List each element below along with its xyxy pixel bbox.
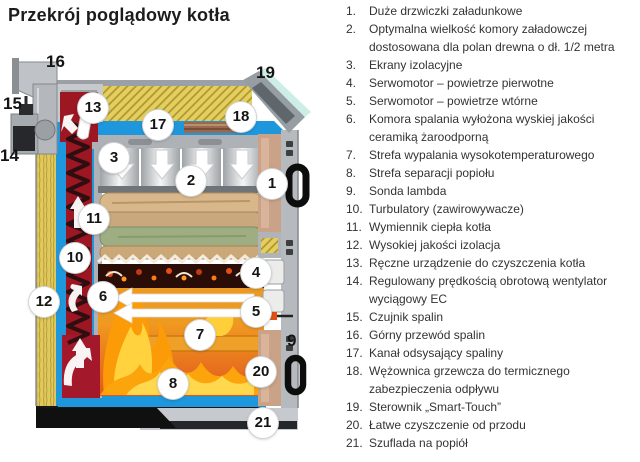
- legend-item: 5. Serwomotor – powietrze wtórne: [346, 92, 638, 110]
- hinges: [286, 141, 293, 351]
- marker-7: 7: [185, 320, 215, 350]
- marker-4: 4: [241, 258, 271, 288]
- legend-item-number: 17.: [346, 346, 363, 360]
- legend-item-text: Turbulatory (zawirowywacze): [369, 202, 524, 216]
- legend-item-text: Wymiennik ciepła kotła: [369, 220, 491, 234]
- legend-item-text: Wysokiej jakości izolacja: [369, 238, 501, 252]
- marker-5: 5: [241, 297, 271, 327]
- marker-8: 8: [158, 369, 188, 399]
- legend-item: 17. Kanał odsysający spaliny: [346, 344, 638, 362]
- marker-19: 19: [256, 63, 275, 82]
- legend-item: 3. Ekrany izolacyjne: [346, 56, 638, 74]
- marker-14: 14: [0, 146, 19, 165]
- ember-layer: [98, 264, 264, 288]
- legend-item-text: Szuflada na popiół: [369, 436, 468, 450]
- legend-item: 19. Sterownik „Smart-Touch”: [346, 398, 638, 416]
- legend-item-number: 7.: [346, 148, 357, 162]
- legend-item: 11. Wymiennik ciepła kotła: [346, 218, 638, 236]
- legend-item-number: 4.: [346, 76, 357, 90]
- marker-10: 10: [60, 243, 90, 273]
- marker-17: 17: [143, 110, 173, 140]
- legend-item-number: 13.: [346, 256, 363, 270]
- legend-item-text: Wężownica grzewcza do termicznego zabezp…: [369, 364, 570, 396]
- legend-item-number: 16.: [346, 328, 363, 342]
- marker-21: 21: [248, 408, 278, 438]
- legend-item: 10. Turbulatory (zawirowywacze): [346, 200, 638, 218]
- legend-item-number: 14.: [346, 274, 363, 288]
- legend-item-text: Optymalna wielkość komory załadowczej do…: [369, 22, 615, 54]
- legend-item: 9. Sonda lambda: [346, 182, 638, 200]
- marker-2: 2: [176, 166, 206, 196]
- legend-item-text: Górny przewód spalin: [369, 328, 486, 342]
- legend-item: 12. Wysokiej jakości izolacja: [346, 236, 638, 254]
- legend-item-number: 11.: [346, 220, 362, 234]
- legend-item: 18. Wężownica grzewcza do termicznego zab…: [346, 362, 638, 398]
- marker-15: 15: [3, 94, 22, 113]
- legend-item-number: 6.: [346, 112, 357, 126]
- legend-item-text: Duże drzwiczki załadunkowe: [369, 4, 523, 18]
- marker-18: 18: [226, 102, 256, 132]
- ash-zigzag: [97, 254, 267, 264]
- legend-item-text: Serwomotor – powietrze wtórne: [369, 94, 538, 108]
- door-handles: [284, 163, 310, 396]
- legend-item-text: Regulowany prędkością obrotową wentylato…: [369, 274, 608, 306]
- page-title: Przekrój poglądowy kotła: [8, 5, 230, 25]
- legend-item-number: 15.: [346, 310, 363, 324]
- legend-item-text: Czujnik spalin: [369, 310, 444, 324]
- legend-item-number: 20.: [346, 418, 363, 432]
- marker-13: 13: [78, 93, 108, 123]
- fluegas-sensor: [19, 96, 33, 115]
- marker-1: 1: [257, 169, 287, 199]
- legend-item-text: Łatwe czyszczenie od przodu: [369, 418, 526, 432]
- wood-logs: [99, 192, 263, 260]
- legend-item-number: 8.: [346, 166, 357, 180]
- legend-item: 15. Czujnik spalin: [346, 308, 638, 326]
- legend-item-text: Strefa separacji popiołu: [369, 166, 495, 180]
- legend-item-number: 18.: [346, 364, 363, 378]
- legend-item: 6. Komora spalania wyłożona wyskiej jakoś…: [346, 110, 638, 146]
- marker-12: 12: [29, 287, 59, 317]
- smart-touch-panel: [243, 68, 311, 133]
- legend-item-number: 5.: [346, 94, 357, 108]
- marker-3: 3: [99, 143, 129, 173]
- marker-20: 20: [246, 357, 276, 387]
- legend-item-text: Ręczne urządzenie do czyszczenia kotła: [369, 256, 586, 270]
- legend-item-text: Serwomotor – powietrze pierwotne: [369, 76, 554, 90]
- legend-item-text: Sonda lambda: [369, 184, 447, 198]
- legend-item: 20. Łatwe czyszczenie od przodu: [346, 416, 638, 434]
- legend-item-text: Komora spalania wyłożona wyskiej jakości…: [369, 112, 595, 144]
- marker-9: 9: [287, 331, 297, 350]
- legend-item-text: Kanał odsysający spaliny: [369, 346, 504, 360]
- legend-item-number: 19.: [346, 400, 363, 414]
- exhaust-fan: [10, 113, 56, 155]
- legend-item: 7. Strefa wypalania wysokotemperaturowego: [346, 146, 638, 164]
- marker-6: 6: [88, 282, 118, 312]
- legend-item-text: Sterownik „Smart-Touch”: [369, 400, 502, 414]
- legend-item: 2. Optymalna wielkość komory załadowczej …: [346, 20, 638, 56]
- legend-item-text: Strefa wypalania wysokotemperaturowego: [369, 148, 595, 162]
- legend-item: 13. Ręczne urządzenie do czyszczenia kotł…: [346, 254, 638, 272]
- legend-item: 1. Duże drzwiczki załadunkowe: [346, 2, 638, 20]
- marker-11: 11: [79, 204, 109, 234]
- marker-16: 16: [46, 52, 65, 71]
- legend-item: 8. Strefa separacji popiołu: [346, 164, 638, 182]
- legend-item-number: 12.: [346, 238, 363, 252]
- legend-item-number: 3.: [346, 58, 357, 72]
- legend-item-number: 1.: [346, 4, 357, 18]
- legend-item-number: 10.: [346, 202, 363, 216]
- legend-item: 14. Regulowany prędkością obrotową wentyl…: [346, 272, 638, 308]
- legend-item: 16. Górny przewód spalin: [346, 326, 638, 344]
- legend-list: 1. Duże drzwiczki załadunkowe 2. Optymalna…: [346, 2, 638, 452]
- legend-item-number: 9.: [346, 184, 357, 198]
- legend-item-number: 2.: [346, 22, 357, 36]
- legend-item: 21. Szuflada na popiół: [346, 434, 638, 452]
- legend-item-number: 21.: [346, 436, 363, 450]
- legend-item-text: Ekrany izolacyjne: [369, 58, 463, 72]
- legend-item: 4. Serwomotor – powietrze pierwotne: [346, 74, 638, 92]
